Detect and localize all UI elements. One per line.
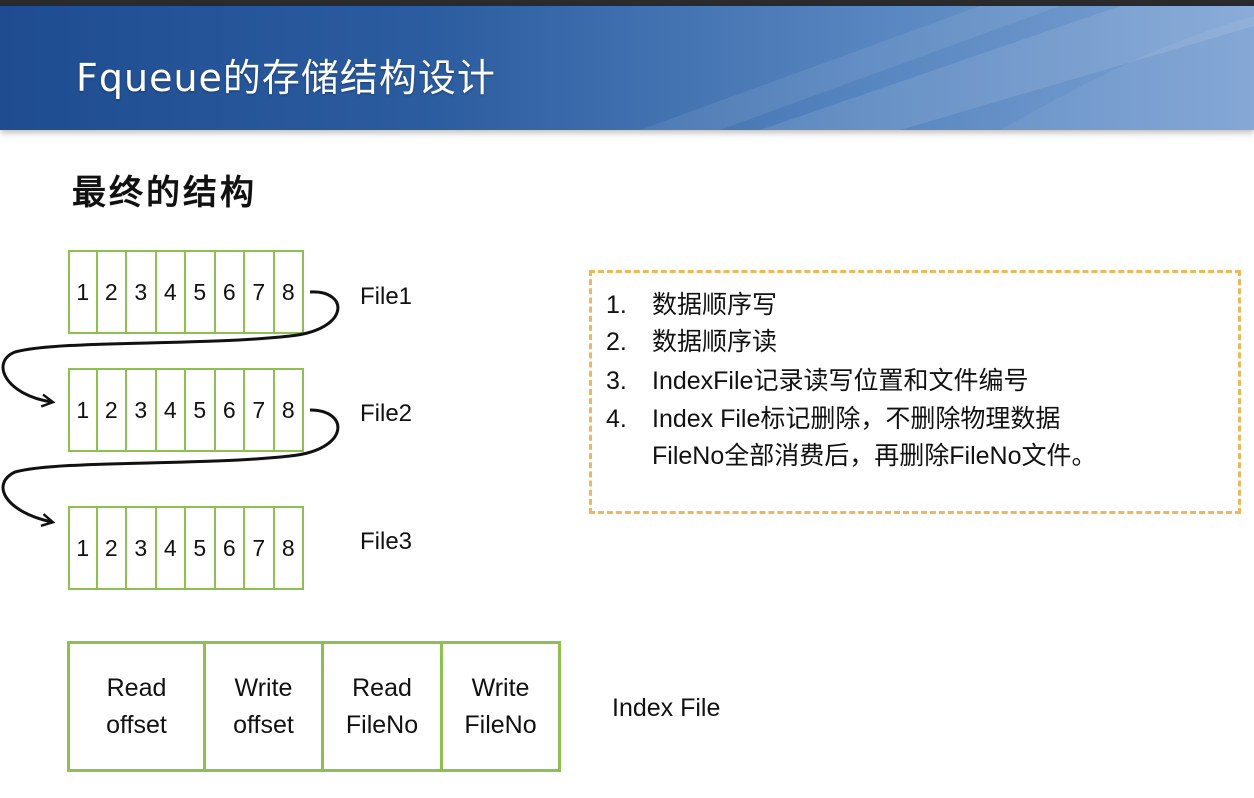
block-cell: 1	[68, 368, 98, 452]
file3-label: File3	[360, 528, 413, 555]
block-cell: 7	[245, 368, 275, 452]
note-item-1: 1. 数据顺序写	[606, 285, 777, 321]
block-cell: 8	[274, 506, 304, 590]
title-banner: Fqueue的存储结构设计	[0, 6, 1254, 130]
index-field-read-offset: Read offset	[67, 641, 206, 772]
file1-label: File1	[360, 283, 413, 310]
file2-block-row: 1 2 3 4 5 6 7 8	[68, 368, 304, 452]
note-item-4: 4. Index File标记删除，不删除物理数据	[606, 399, 1060, 435]
top-edge-bar	[0, 0, 1254, 6]
block-cell: 1	[68, 506, 98, 590]
block-cell: 6	[215, 506, 245, 590]
note-item-2: 2. 数据顺序读	[606, 322, 777, 358]
block-cell: 3	[127, 506, 157, 590]
block-cell: 3	[127, 368, 157, 452]
index-file-label: Index File	[612, 694, 721, 722]
note-text: Index File标记删除，不删除物理数据	[652, 405, 1061, 433]
block-cell: 6	[215, 250, 245, 334]
slide-title: Fqueue的存储结构设计	[76, 56, 496, 100]
block-cell: 4	[156, 506, 186, 590]
file2-label: File2	[360, 400, 413, 427]
note-number: 1.	[606, 291, 627, 319]
block-cell: 5	[186, 250, 216, 334]
block-cell: 4	[156, 368, 186, 452]
index-field-text: Read FileNo	[345, 673, 419, 739]
block-cell: 7	[245, 250, 275, 334]
block-cell: 3	[127, 250, 157, 334]
note-number: 3.	[606, 367, 627, 395]
file1-block-row: 1 2 3 4 5 6 7 8	[68, 250, 304, 334]
index-field-text: Write FileNo	[464, 673, 537, 739]
block-cell: 6	[215, 368, 245, 452]
block-cell: 1	[68, 250, 98, 334]
index-field-write-fileno: Write FileNo	[443, 641, 561, 772]
block-cell: 2	[97, 506, 127, 590]
note-text: IndexFile记录读写位置和文件编号	[652, 367, 1029, 395]
index-field-write-offset: Write offset	[206, 641, 324, 772]
index-file-table: Read offset Write offset Read FileNo Wri…	[67, 641, 561, 772]
block-cell: 5	[186, 506, 216, 590]
note-item-3: 3. IndexFile记录读写位置和文件编号	[606, 361, 1028, 397]
block-cell: 2	[97, 368, 127, 452]
index-field-read-fileno: Read FileNo	[324, 641, 443, 772]
block-cell: 5	[186, 368, 216, 452]
note-item-4-continuation: FileNo全部消费后，再删除FileNo文件。	[652, 442, 1097, 470]
block-cell: 8	[274, 368, 304, 452]
note-number: 2.	[606, 328, 627, 356]
note-text: 数据顺序写	[652, 291, 778, 319]
index-field-text: Write offset	[233, 673, 294, 739]
notes-box: 1. 数据顺序写 2. 数据顺序读 3. IndexFile记录读写位置和文件编号 4…	[589, 270, 1241, 514]
index-field-text: Read offset	[106, 673, 167, 739]
block-cell: 7	[245, 506, 275, 590]
section-heading: 最终的结构	[72, 173, 257, 213]
note-text: 数据顺序读	[652, 328, 778, 356]
banner-decoration	[640, 6, 1254, 130]
block-cell: 2	[97, 250, 127, 334]
block-cell: 8	[274, 250, 304, 334]
file3-block-row: 1 2 3 4 5 6 7 8	[68, 506, 304, 590]
block-cell: 4	[156, 250, 186, 334]
note-number: 4.	[606, 405, 627, 433]
